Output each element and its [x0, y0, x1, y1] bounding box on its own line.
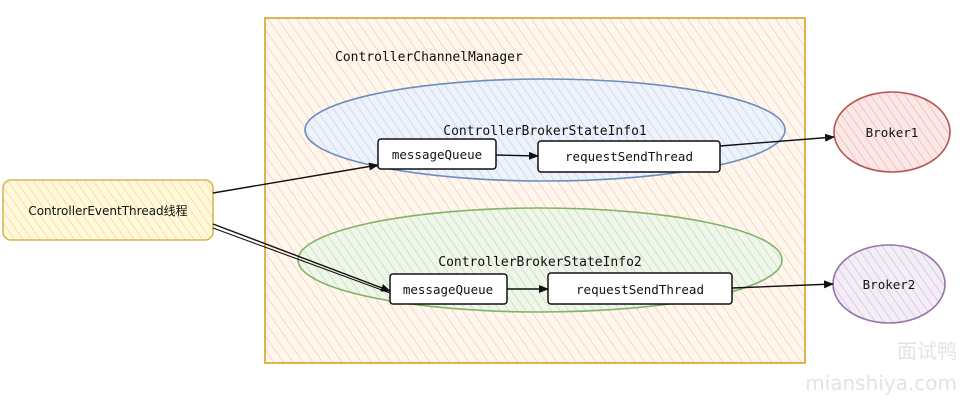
controller-event-thread-label: ControllerEventThread线程 [28, 203, 187, 218]
watermark-line-1: 面试鸭 [897, 339, 957, 363]
request-send-thread-2-node[interactable]: requestSendThread [547, 272, 733, 305]
message-queue-1-node[interactable]: messageQueue [377, 138, 497, 170]
watermark-line-2: mianshiya.com [805, 371, 957, 395]
request-send-thread-2-label: requestSendThread [576, 282, 704, 297]
controller-channel-manager-label: ControllerChannelManager [335, 50, 523, 65]
broker-1-label: Broker1 [866, 125, 919, 140]
message-queue-2-label: messageQueue [403, 282, 493, 297]
controller-broker-state-info-2-label: ControllerBrokerStateInfo2 [438, 255, 642, 270]
controller-event-thread-node[interactable]: ControllerEventThread线程 [2, 179, 214, 241]
request-send-thread-1-node[interactable]: requestSendThread [537, 140, 721, 173]
message-queue-2-node[interactable]: messageQueue [389, 273, 508, 305]
arrow-thread-1-to-broker-1 [719, 133, 835, 147]
broker-2-node[interactable]: Broker2 [832, 244, 946, 324]
arrow-queue-1-to-thread-1 [495, 151, 539, 160]
message-queue-1-label: messageQueue [392, 147, 482, 162]
request-send-thread-1-label: requestSendThread [565, 149, 693, 164]
arrow-event-to-queue-2 [212, 223, 391, 292]
arrow-event-to-queue-2-sketch-line [212, 227, 391, 294]
broker-1-node[interactable]: Broker1 [833, 91, 951, 173]
broker-2-label: Broker2 [863, 277, 916, 292]
arrow-event-to-queue-1 [212, 162, 379, 194]
watermark: 面试鸭 mianshiya.com [805, 339, 957, 395]
controller-broker-state-info-1-label: ControllerBrokerStateInfo1 [443, 124, 647, 139]
arrow-thread-2-to-broker-2 [731, 280, 834, 289]
